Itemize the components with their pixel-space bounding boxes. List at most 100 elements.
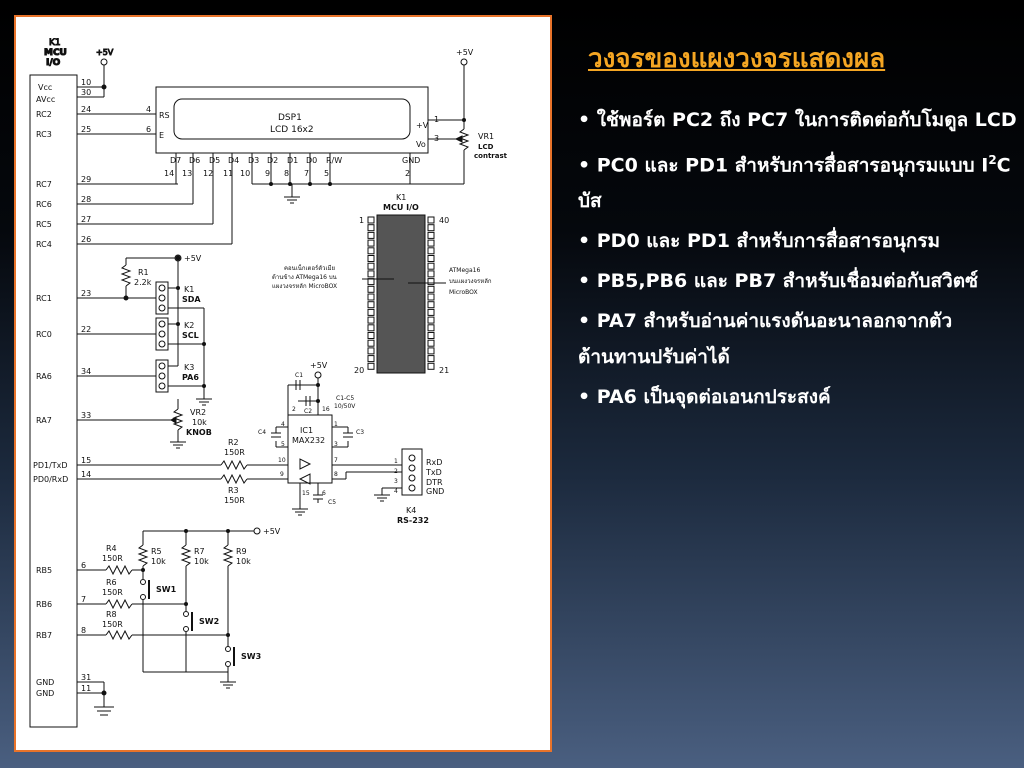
sw2-label: SW2	[199, 617, 219, 626]
k4-signal: TxD	[425, 468, 442, 477]
mcu-pin-num: 31	[81, 673, 91, 682]
sw3-switch	[225, 646, 235, 667]
mcu-pin-num: 27	[81, 215, 91, 224]
schematic-panel: K1 MCU I/O +5V Vcc 10 AVcc 30	[14, 15, 552, 752]
sw3-label: SW3	[241, 652, 261, 661]
junction-dot	[101, 690, 107, 696]
vr1-resistor	[458, 128, 470, 151]
k1-pin-square	[427, 301, 435, 309]
k1-pin-square	[367, 355, 375, 363]
k1-pin-square	[367, 262, 375, 270]
r1-ref: R1	[138, 268, 149, 277]
lcd-pin-num: 8	[284, 169, 289, 178]
k1-note-left: ด้านข้าง ATMega16 บน	[272, 274, 337, 281]
mcu-pin-num: 15	[81, 456, 91, 465]
mcu-ref: K1	[49, 38, 61, 48]
max232-pin: 6	[322, 490, 326, 497]
k4-ref: K4	[406, 506, 416, 515]
vr1-label: LCD	[478, 143, 494, 151]
vcc-terminal-2	[460, 58, 468, 66]
mcu-pin-num: 8	[81, 626, 86, 635]
r6-resistor	[105, 598, 133, 610]
k1-pin-square	[427, 347, 435, 355]
r9-value: 10k	[236, 557, 251, 566]
lcd-pin-num: 10	[240, 169, 250, 178]
k1-pin-square	[427, 270, 435, 278]
k1-pin-square	[367, 293, 375, 301]
k1-pin-square	[367, 339, 375, 347]
k3-pa6-ref: K3	[184, 363, 194, 372]
k1-pin-label: 21	[439, 366, 449, 375]
mcu-pin-name: RA7	[36, 416, 52, 425]
sw1-label: SW1	[156, 585, 177, 594]
vr1-label-2: contrast	[474, 152, 508, 160]
lcd-pin-num: 6	[146, 125, 151, 134]
mcu-pin-name: GND	[36, 678, 54, 687]
mcu-pin-name: RC2	[36, 110, 52, 119]
k1-pin-square	[427, 316, 435, 324]
lcd-pin-d2: D2	[267, 156, 278, 165]
lcd-pin-e: E	[159, 131, 164, 140]
mcu-pin-name: RC7	[36, 180, 52, 189]
mcu-pin-name: PD1/TxD	[33, 461, 68, 470]
bullet-item: • PA6 เป็นจุดต่อเอนกประสงค์	[578, 386, 831, 409]
junction-dot	[101, 84, 107, 90]
mcu-body	[29, 74, 78, 728]
k1-pin-label: 20	[354, 366, 364, 375]
k2-scl-label: SCL	[182, 331, 199, 340]
max232-pin: 15	[302, 490, 310, 497]
k4-pin: 3	[394, 478, 398, 485]
k1-pin-square	[427, 332, 435, 339]
lcd-pin-d5: D5	[209, 156, 220, 165]
k1-pin-square	[367, 316, 375, 324]
k4-pins	[408, 454, 416, 492]
r8-value: 150R	[102, 620, 123, 629]
vr1-ref: VR1	[478, 132, 494, 141]
max232-pin: 5	[281, 441, 285, 448]
max232-ref: IC1	[300, 426, 313, 435]
lcd-ref: DSP1	[278, 113, 302, 123]
sw1-switch	[140, 579, 150, 600]
mcu-pin-num: 29	[81, 175, 91, 184]
junction-dot	[175, 255, 181, 261]
lcd-screen	[173, 98, 411, 140]
vcc-terminal-4	[314, 371, 322, 379]
lcd-pin-d6: D6	[189, 156, 200, 165]
vr2-wiper-arrow	[170, 416, 177, 424]
lcd-pin-num: 9	[265, 169, 270, 178]
k1-pin-square	[427, 278, 435, 286]
r3-value: 150R	[224, 496, 245, 505]
r2-resistor	[220, 459, 248, 471]
sw2-switch	[183, 611, 193, 632]
k4-pin: 1	[394, 458, 398, 465]
k1-pin-label: 1	[359, 216, 364, 225]
k1-pin-square	[427, 231, 435, 239]
mcu-pin-name: RC5	[36, 220, 52, 229]
r5-value: 10k	[151, 557, 166, 566]
lcd-pin-d4: D4	[228, 156, 239, 165]
r5-ref: R5	[151, 547, 162, 556]
k1-pin-square	[427, 285, 435, 293]
r3-ref: R3	[228, 486, 239, 495]
r7-ref: R7	[194, 547, 205, 556]
atmega16-chip	[376, 214, 426, 374]
r7-resistor	[180, 544, 192, 567]
max232-pin: 8	[334, 471, 338, 478]
lcd-bottom-pin-labels: D7 14 D6 13 D5 12 D4 11 D3 10 D2 9 D1 8 …	[164, 156, 420, 178]
slide-title: วงจรของแผงวงจรแสดงผล	[588, 44, 886, 74]
k1-pin-square	[367, 231, 375, 239]
k1-pin-square	[367, 332, 375, 339]
vr2-label: KNOB	[186, 428, 212, 437]
lcd-pin-num: 13	[182, 169, 192, 178]
k1-chip-name: MCU I/O	[383, 203, 419, 212]
max232-pin: 4	[281, 421, 285, 428]
max232-pin: 1	[334, 421, 338, 428]
lcd-name: LCD 16x2	[270, 125, 314, 135]
vr2-ref: VR2	[190, 408, 206, 417]
k1-pin-square	[367, 362, 375, 370]
mcu-pin-num: 33	[81, 411, 91, 420]
k1-pin-square	[427, 324, 435, 332]
vr1-wiper-arrow	[454, 135, 463, 143]
caps-note: C1-C5	[336, 395, 354, 402]
mcu-pin-num: 24	[81, 105, 91, 114]
